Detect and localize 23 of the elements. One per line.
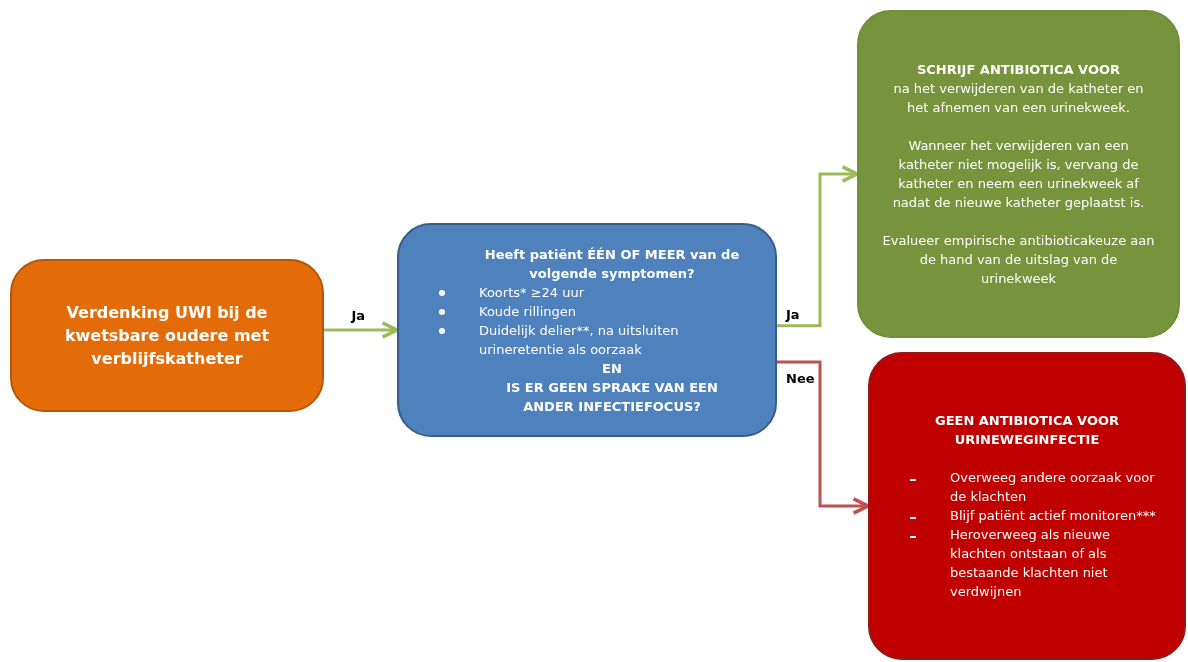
arrow — [324, 321, 399, 339]
list-item: Koorts* ≥24 uur — [479, 283, 586, 302]
body-text: EN — [602, 359, 622, 378]
body-text: Wanneer het verwijderen van een katheter niet mogelijk is, vervang de katheter en neem een urinekweek af nadat de nieuwe katheter geplaatst is. — [891, 137, 1146, 212]
heading-text: Heeft patiënt ÉÉN OF MEER van de volgende symptomen? — [483, 245, 741, 283]
arrow — [777, 165, 859, 328]
list-item: Duidelijk delier**, na uitsluiten urineretentie als oorzaak — [479, 321, 680, 359]
heading-text: SCHRIJF ANTIBIOTICA VOOR — [916, 61, 1121, 79]
list-item: Blijf patiënt actief monitoren*** — [950, 507, 1157, 525]
process-box — [857, 10, 1180, 338]
body-text: IS ER GEEN SPRAKE VAN EEN ANDER INFECTIEFOCUS? — [505, 378, 719, 416]
edge-label: Ja — [350, 308, 367, 323]
arrow — [777, 360, 870, 515]
process-box — [868, 352, 1186, 660]
body-text: na het verwijderen van de katheter en het afnemen van een urinekweek. — [892, 80, 1145, 117]
list-item: Overweeg andere oorzaak voor de klachten — [950, 469, 1156, 506]
heading-text: GEEN ANTIBIOTICA VOOR URINEWEGINFECTIE — [933, 412, 1121, 449]
list-item: Koude rillingen — [479, 302, 577, 321]
start-box — [10, 259, 324, 412]
list-item: Heroverweeg als nieuwe klachten ontstaan of als bestaande klachten niet verdwijnen — [950, 526, 1112, 601]
process-box — [397, 223, 777, 437]
heading-text: Verdenking UWI bij de kwetsbare oudere met verblijfskatheter — [63, 302, 271, 370]
body-text: Evalueer empirische antibioticakeuze aan de hand van de uitslag van de urinekweek — [881, 232, 1156, 288]
